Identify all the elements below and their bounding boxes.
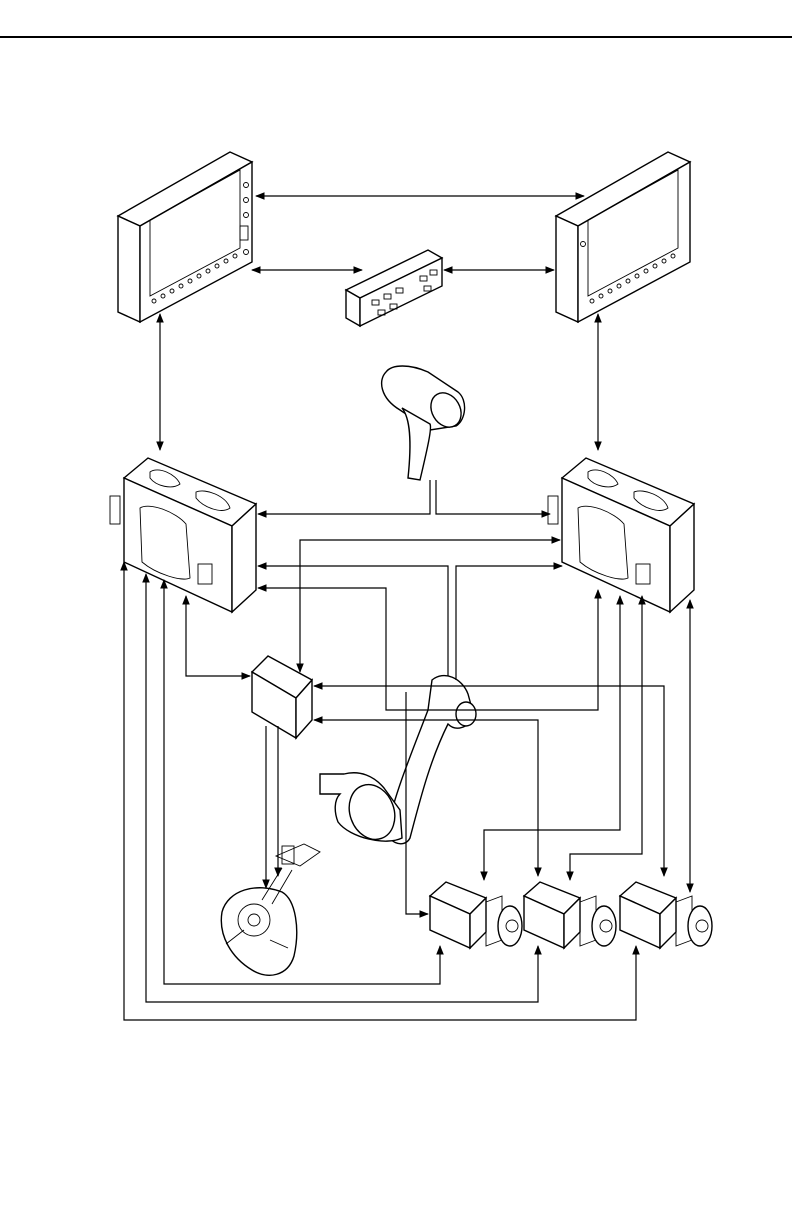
servo-3	[620, 882, 712, 948]
junction-box	[252, 656, 312, 738]
computer-right	[548, 458, 694, 612]
actuator-arm	[320, 676, 476, 846]
computer-left	[110, 458, 256, 612]
mechanism	[221, 844, 320, 975]
display-right	[556, 152, 690, 322]
connections	[124, 196, 690, 1020]
servo-1	[430, 882, 522, 948]
servo-2	[524, 882, 616, 948]
display-left	[118, 152, 252, 322]
control-panel	[346, 250, 442, 326]
grip	[382, 366, 468, 480]
